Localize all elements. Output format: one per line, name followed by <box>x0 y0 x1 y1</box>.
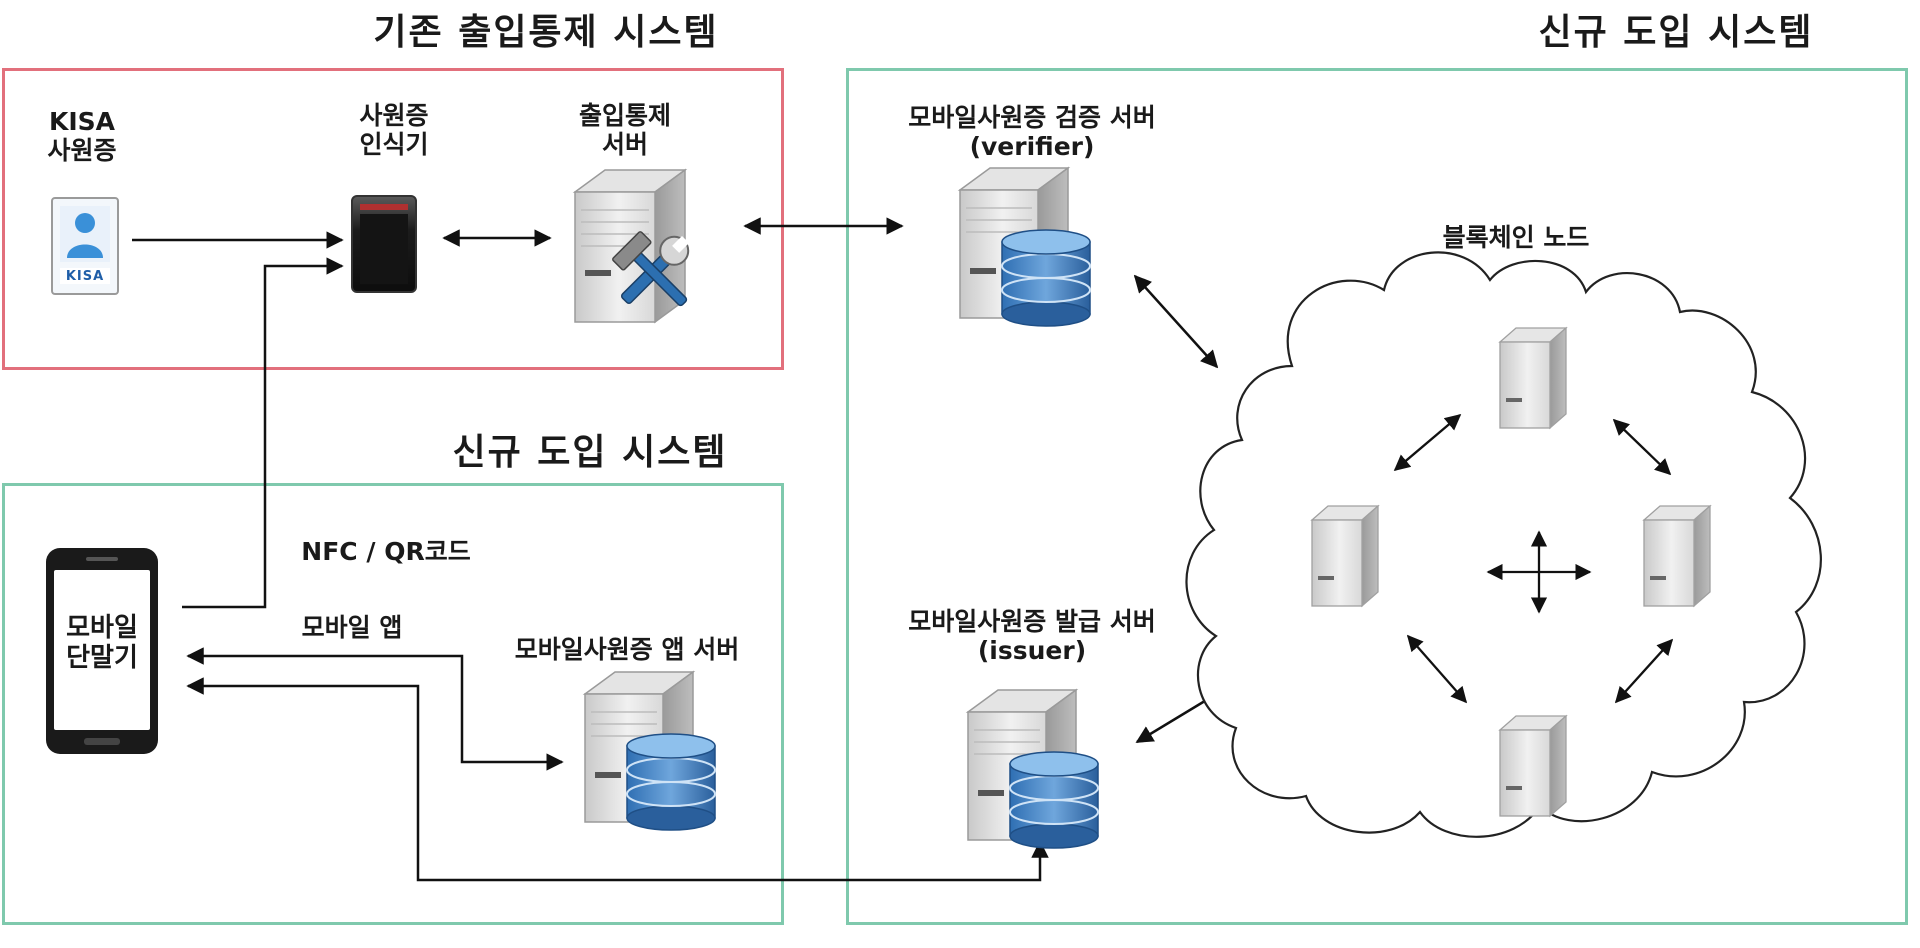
issuer-server-label: 모바일사원증 발급 서버 (issuer) <box>908 607 1156 665</box>
mobile-app-label: 모바일 앱 <box>301 613 403 642</box>
new-system-right-box <box>846 68 1908 925</box>
arrow-phone-issuer <box>186 677 1049 882</box>
app-server-label: 모바일사원증 앱 서버 <box>514 635 740 664</box>
arrow-phone-app-server <box>186 647 564 771</box>
database-icon <box>1001 229 1091 327</box>
blockchain-node-left-icon <box>1310 504 1380 608</box>
access-server-icon <box>572 168 690 324</box>
access-server-label: 출입통제 서버 <box>578 101 672 159</box>
new-system-left-title: 신규 도입 시스템 <box>452 432 728 473</box>
connector-lines <box>132 217 1230 882</box>
blockchain-nodes-label: 블록체인 노드 <box>1442 223 1590 252</box>
node-links <box>1393 413 1674 704</box>
app-server-icon <box>582 670 716 831</box>
blockchain-node-top-icon <box>1498 326 1568 430</box>
card-reader-label: 사원증 인식기 <box>359 101 429 159</box>
mobile-device-label: 모바일 단말기 <box>66 613 138 673</box>
new-system-right-title: 신규 도입 시스템 <box>1538 12 1814 53</box>
mobile-phone-icon <box>46 548 158 754</box>
issuer-server-icon <box>965 688 1099 849</box>
database-icon <box>626 733 716 831</box>
kisa-card-label: KISA 사원증 <box>47 107 117 165</box>
nfc-qr-label: NFC / QR코드 <box>301 537 471 566</box>
verifier-server-icon <box>957 166 1091 327</box>
arrow-phone-to-reader <box>182 257 344 609</box>
hammer-icon <box>612 231 688 307</box>
legacy-system-title: 기존 출입통제 시스템 <box>373 12 719 53</box>
arrow-verifier-cloud <box>1133 274 1219 369</box>
card-reader-icon <box>351 195 417 293</box>
verifier-server-label: 모바일사원증 검증 서버 (verifier) <box>908 103 1156 161</box>
employee-card-icon <box>51 197 119 295</box>
blockchain-node-right-icon <box>1642 504 1712 608</box>
database-icon <box>1009 751 1099 849</box>
blockchain-node-bottom-icon <box>1498 714 1568 818</box>
card-logo: KISA <box>65 269 105 284</box>
